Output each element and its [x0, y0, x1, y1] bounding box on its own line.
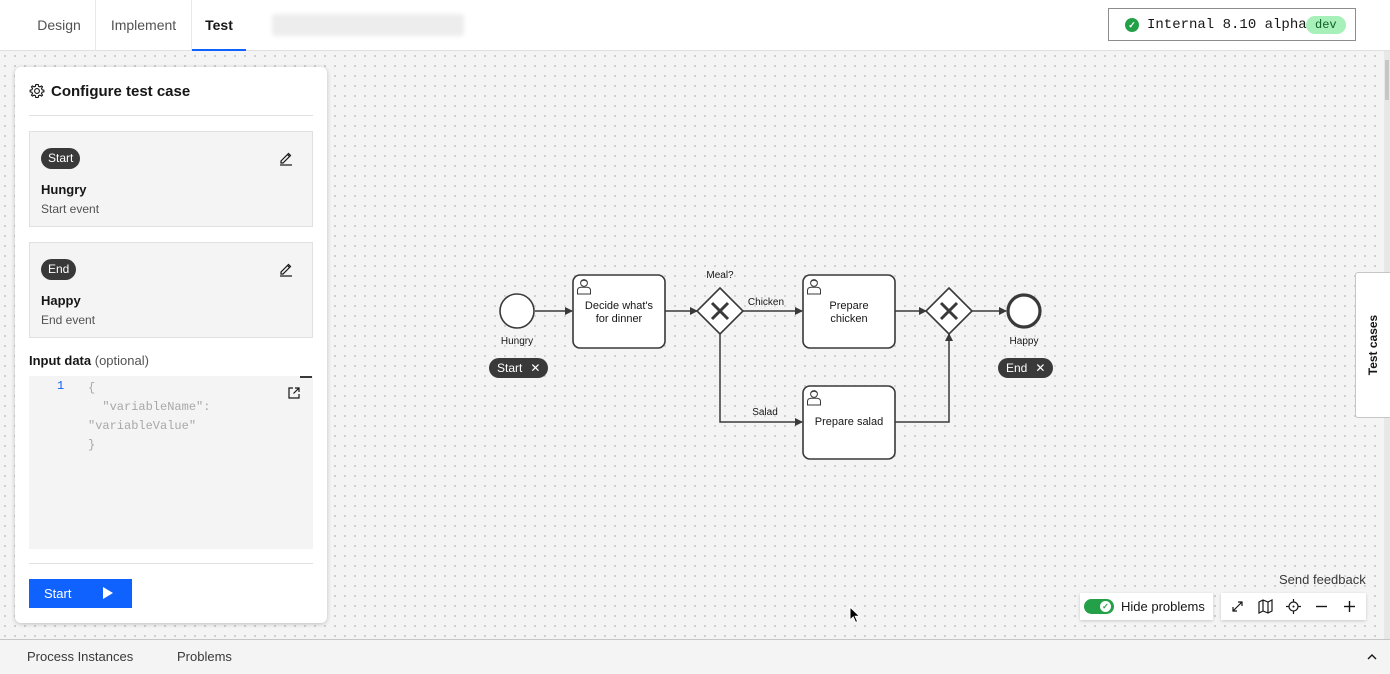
flow-chicken-label: Chicken [748, 297, 784, 308]
tab-divider [191, 0, 192, 50]
hide-problems-control[interactable]: ✓ Hide problems [1080, 593, 1213, 620]
flow-salad [719, 334, 803, 426]
chip-label: End [1006, 361, 1028, 375]
input-data-label: Input data (optional) [29, 353, 149, 368]
start-event-type: Start event [41, 202, 100, 216]
task-decide-line2: for dinner [596, 313, 643, 325]
send-feedback-link[interactable]: Send feedback [1279, 572, 1366, 587]
check-circle-icon: ✓ [1125, 18, 1139, 32]
scrollbar-thumb[interactable] [1385, 60, 1389, 100]
editor-code[interactable]: { "variableName": "variableValue" } [88, 381, 211, 452]
chip-label: Start [497, 361, 523, 375]
divider [29, 115, 313, 116]
task-prepare-salad[interactable] [802, 385, 896, 460]
editor-corner-bar [300, 376, 312, 378]
panel-title: Configure test case [51, 83, 191, 100]
tab-problems[interactable]: Problems [177, 649, 232, 664]
gear-icon [29, 83, 45, 99]
zoom-in-icon[interactable] [1336, 593, 1363, 620]
close-icon[interactable]: ✕ [1035, 361, 1046, 375]
end-tag: End [41, 259, 77, 280]
process-title-blurred [272, 14, 464, 36]
tab-test[interactable]: Test [192, 0, 246, 51]
top-bar: Design Implement Test ✓ Internal 8.10 al… [0, 0, 1390, 51]
task-salad-label: Prepare salad [815, 416, 884, 428]
chevron-up-icon[interactable] [1365, 650, 1379, 664]
environment-badge: dev [1306, 16, 1346, 34]
input-data-title: Input data [29, 353, 92, 368]
end-event-type: End event [41, 313, 96, 327]
end-event-happy[interactable] [1006, 293, 1042, 329]
tab-process-instances[interactable]: Process Instances [27, 649, 134, 664]
start-tag: Start [41, 148, 81, 169]
start-event-hungry[interactable] [499, 293, 535, 329]
edit-icon[interactable] [278, 150, 294, 166]
bottom-panel: Process Instances Problems [0, 639, 1390, 674]
start-event-card: Start Hungry Start event [29, 131, 313, 227]
play-icon [103, 587, 113, 599]
gateway-label: Meal? [706, 270, 734, 281]
flow-salad-to-join [895, 333, 953, 423]
start-test-button[interactable]: Start [29, 579, 132, 608]
canvas-tools [1221, 593, 1366, 620]
tab-divider [95, 0, 96, 50]
input-data-optional: (optional) [94, 353, 149, 368]
task-decide-line1: Decide what's [585, 300, 654, 312]
tab-design[interactable]: Design [37, 17, 81, 33]
hide-problems-label: Hide problems [1121, 599, 1205, 614]
start-event-name: Hungry [41, 182, 87, 197]
open-external-icon[interactable] [287, 386, 301, 400]
end-marker-chip: End ✕ [998, 358, 1054, 378]
task-decide-dinner[interactable] [572, 274, 666, 349]
exclusive-x-icon [939, 301, 959, 321]
task-chicken-line1: Prepare [829, 300, 868, 312]
exclusive-x-icon [710, 301, 730, 321]
mouse-cursor-icon [849, 606, 861, 624]
crosshair-icon[interactable] [1280, 593, 1307, 620]
start-marker-chip: Start ✕ [489, 358, 549, 378]
end-event-label: Happy [1010, 336, 1039, 347]
line-number: 1 [57, 379, 65, 393]
check-icon: ✓ [1100, 601, 1111, 612]
zoom-out-icon[interactable] [1308, 593, 1335, 620]
divider [29, 563, 313, 564]
end-event-card: End Happy End event [29, 242, 313, 338]
environment-selector[interactable]: ✓ Internal 8.10 alpha dev [1108, 8, 1356, 41]
flow-salad-label: Salad [752, 407, 778, 418]
hide-problems-toggle[interactable]: ✓ [1084, 599, 1114, 614]
configure-test-case-panel: Configure test case Start Hungry Start e… [15, 67, 327, 623]
test-cases-label: Test cases [1366, 314, 1380, 376]
close-icon[interactable]: ✕ [530, 361, 541, 375]
minimap-icon[interactable] [1252, 593, 1279, 620]
fullscreen-icon[interactable] [1224, 593, 1251, 620]
start-event-label: Hungry [501, 336, 533, 347]
environment-label: Internal 8.10 alpha [1147, 17, 1307, 33]
start-button-label: Start [44, 586, 72, 601]
tab-implement[interactable]: Implement [110, 17, 177, 33]
test-cases-drawer-tab[interactable]: Test cases [1355, 272, 1390, 418]
task-prepare-chicken[interactable] [802, 274, 896, 349]
input-data-editor[interactable]: 1 { "variableName": "variableValue" } [29, 376, 313, 549]
task-chicken-line2: chicken [830, 313, 867, 325]
end-event-name: Happy [41, 293, 81, 308]
edit-icon[interactable] [278, 261, 294, 277]
